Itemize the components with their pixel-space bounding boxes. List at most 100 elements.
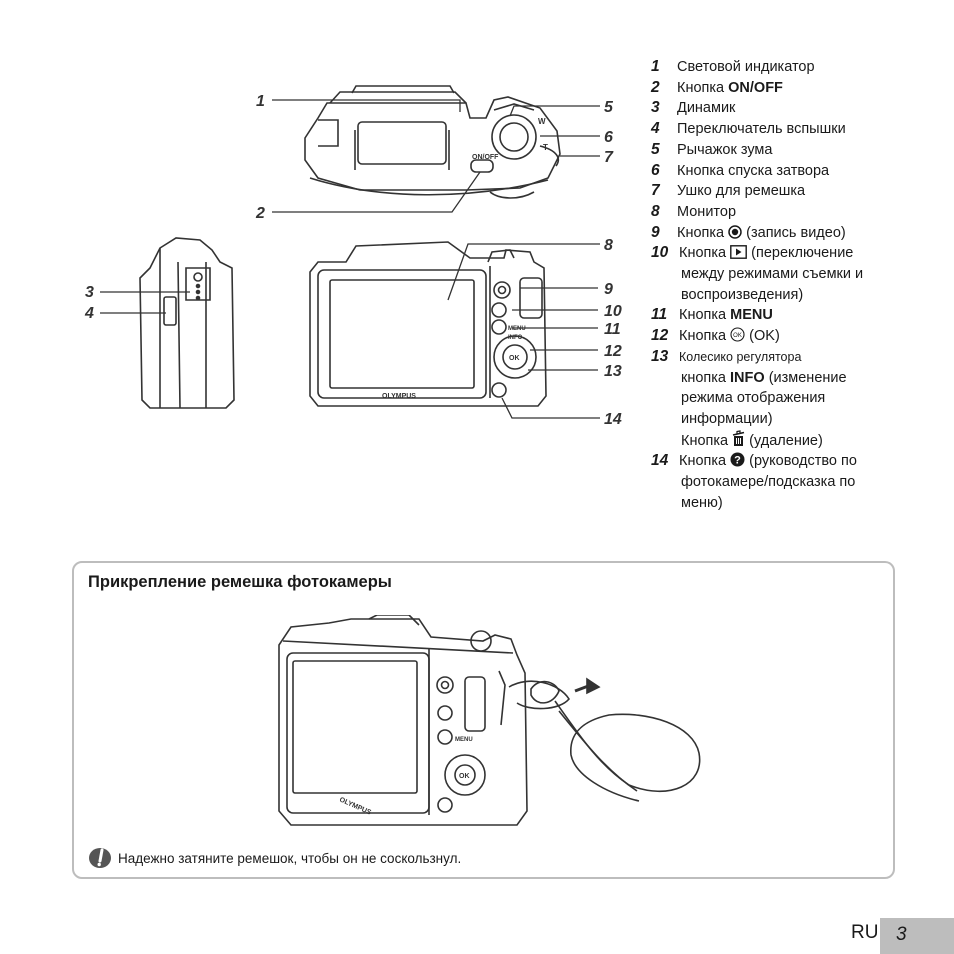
trash-icon	[732, 429, 745, 446]
camera-side-view	[139, 237, 235, 409]
strap-box-title: Прикрепление ремешка фотокамеры	[88, 573, 392, 591]
legend-text: Переключатель вспышки	[677, 121, 846, 138]
legend-item: 9 Кнопка (запись видео)	[651, 223, 951, 244]
legend-number: 3	[651, 99, 660, 117]
callout-1: 1	[256, 93, 265, 110]
legend-continuation: Кнопка (удаление)	[651, 429, 951, 452]
callout-5: 5	[604, 99, 614, 116]
legend-item: 10 Кнопка (переключение	[651, 243, 951, 264]
legend-number: 10	[651, 244, 669, 262]
legend-item: 11 Кнопка MENU	[651, 305, 951, 326]
legend-item: 7 Ушко для ремешка	[651, 181, 951, 202]
legend-continuation: между режимами съемки и	[681, 266, 864, 283]
movie-record-icon	[728, 224, 742, 239]
legend-text: (руководство по	[745, 453, 857, 470]
legend-number: 1	[651, 58, 660, 75]
legend-text: (OK)	[745, 328, 780, 345]
callout-14: 14	[604, 411, 622, 428]
legend-text: Кнопка	[679, 245, 731, 262]
legend-item: 1 Световой индикатор	[651, 57, 951, 78]
callout-10: 10	[604, 303, 622, 320]
parts-legend: 1 Световой индикатор 2 Кнопка ON/OFF 3 Д…	[651, 57, 951, 513]
legend-bold: ON/OFF	[728, 79, 783, 96]
strap-attachment-box: Прикрепление ремешка фотокамеры OLYMPUS	[72, 561, 895, 879]
legend-number: 5	[651, 140, 660, 158]
legend-text: (переключение	[747, 245, 854, 262]
legend-number: 2	[651, 78, 660, 96]
caution-icon	[89, 848, 111, 868]
strap-ok-label: OK	[459, 773, 470, 780]
camera-parts-diagram: ON/OFF W T OLYMPUS MENU INFO OK 1 2 3 4 …	[84, 85, 622, 428]
legend-text: Кнопка	[679, 328, 731, 345]
help-icon: ?	[730, 452, 745, 467]
legend-number: 6	[651, 161, 660, 179]
legend-text: Рычажок зума	[677, 141, 773, 158]
legend-item: 4 Переключатель вспышки	[651, 119, 951, 140]
legend-item: 3 Динамик	[651, 98, 951, 119]
on-off-label: ON/OFF	[472, 154, 499, 161]
callout-13: 13	[604, 363, 622, 380]
legend-text: Динамик	[677, 100, 736, 117]
legend-text: Монитор	[677, 203, 737, 220]
zoom-w-label: W	[538, 117, 546, 126]
callout-8: 8	[604, 237, 613, 254]
strap-note-text: Надежно затяните ремешок, чтобы он не со…	[118, 851, 462, 866]
legend-continuation: информации)	[681, 410, 773, 427]
legend-item: 5 Рычажок зума	[651, 140, 951, 161]
menu-label: MENU	[508, 326, 526, 332]
legend-item: 14 Кнопка ? (руководство по	[651, 451, 951, 472]
callout-7: 7	[604, 149, 614, 166]
callout-11: 11	[604, 321, 621, 338]
legend-text: Кнопка	[677, 224, 729, 241]
legend-number: 13	[651, 347, 669, 365]
legend-number: 14	[651, 452, 669, 470]
legend-text: Кнопка	[679, 307, 731, 324]
svg-text:OK: OK	[733, 333, 742, 339]
legend-number: 4	[651, 120, 660, 138]
legend-number: 9	[651, 223, 660, 241]
brand-label: OLYMPUS	[382, 393, 416, 400]
callout-12: 12	[604, 343, 622, 360]
callout-4: 4	[84, 305, 94, 322]
legend-item: 6 Кнопка спуска затвора	[651, 161, 951, 182]
legend-item: 12 Кнопка OK (OK)	[651, 326, 951, 347]
callout-2: 2	[255, 205, 265, 222]
strap-menu-label: MENU	[455, 737, 473, 743]
legend-item: 2 Кнопка ON/OFF	[651, 78, 951, 99]
legend-text: (запись видео)	[742, 224, 846, 241]
info-label: INFO	[508, 335, 523, 341]
ok-button-icon: OK	[730, 327, 745, 342]
callout-6: 6	[604, 129, 613, 146]
legend-text: Кнопка спуска затвора	[677, 162, 830, 179]
legend-text: Кнопка	[679, 453, 731, 470]
legend-text: Кнопка	[677, 79, 729, 96]
legend-bold: MENU	[730, 307, 773, 324]
callout-9: 9	[604, 281, 613, 298]
playback-icon	[730, 245, 748, 260]
legend-text: Ушко для ремешка	[677, 183, 806, 200]
legend-text: Колесико регулятора	[679, 349, 802, 364]
svg-text:?: ?	[734, 455, 741, 467]
strap-attachment-illustration: OLYMPUS MENU OK	[278, 615, 701, 826]
legend-text: Световой индикатор	[677, 59, 815, 75]
page-number-tab: 3	[880, 918, 954, 954]
ok-label: OK	[509, 355, 520, 362]
zoom-t-label: T	[543, 143, 548, 152]
legend-continuation: воспроизведения)	[681, 286, 804, 303]
legend-number: 11	[651, 306, 668, 324]
page-number: 3	[896, 924, 907, 945]
language-label: RU	[851, 922, 879, 943]
legend-continuation: фотокамере/подсказка по	[681, 474, 856, 491]
camera-back-view	[309, 241, 547, 407]
legend-continuation: режима отображения	[681, 390, 826, 407]
callout-3: 3	[85, 284, 94, 301]
legend-continuation: кнопка INFO (изменение	[681, 369, 847, 386]
legend-number: 7	[651, 182, 660, 200]
legend-continuation: меню)	[681, 494, 723, 511]
leader-lines	[100, 99, 600, 419]
legend-item: 13 Колесико регулятора	[651, 347, 951, 368]
legend-item: 8 Монитор	[651, 202, 951, 223]
camera-top-view	[304, 85, 561, 199]
legend-number: 8	[651, 202, 660, 220]
legend-number: 12	[651, 327, 669, 345]
